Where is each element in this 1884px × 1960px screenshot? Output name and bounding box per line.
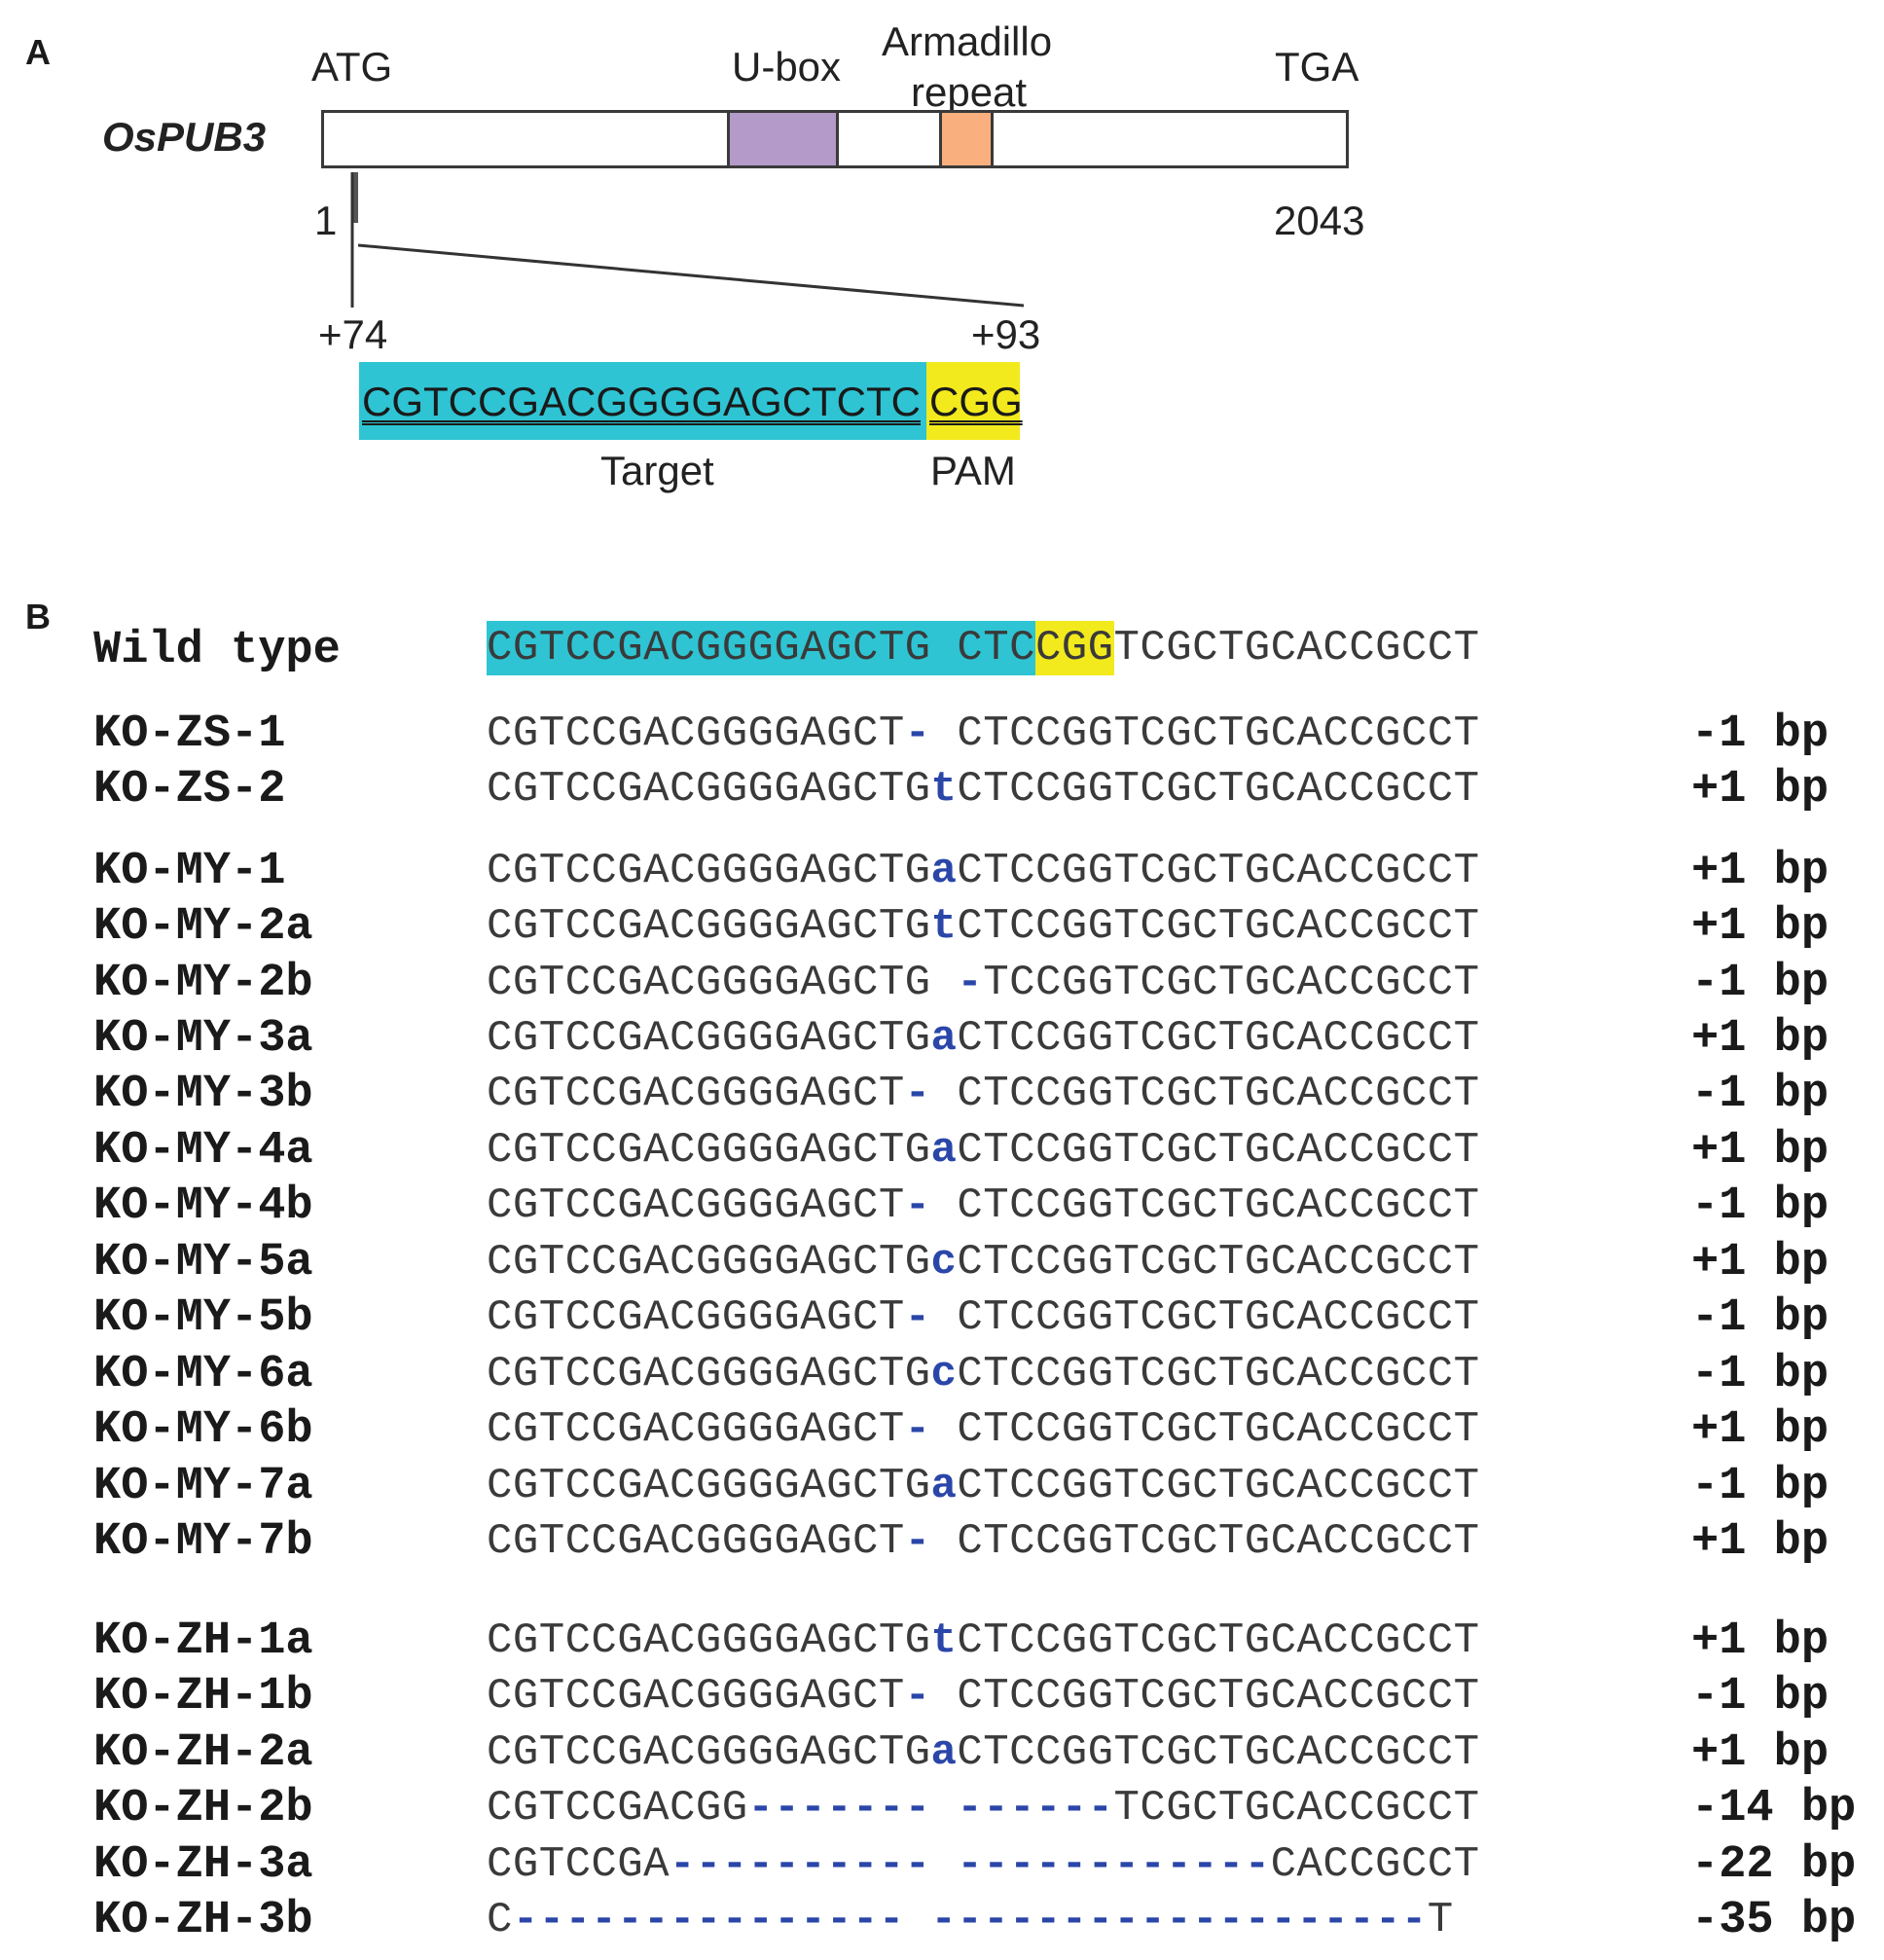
target-sequence: CGTCCGACGGGGAGCTCTC: [362, 379, 921, 424]
indel-size: +1 bp: [1691, 1516, 1830, 1568]
mutant-name: KO-MY-3b: [93, 1069, 313, 1120]
mutant-name: KO-ZH-1b: [93, 1671, 313, 1723]
indel-size: -35 bp: [1691, 1895, 1857, 1946]
mutant-sequence: C--------------- -------------------T: [487, 1896, 1454, 1944]
start-codon-label: ATG: [311, 44, 393, 90]
mutant-name: KO-ZH-3a: [93, 1839, 313, 1891]
target-zoom-lines: [350, 172, 1025, 308]
indel-size: +1 bp: [1691, 1237, 1830, 1289]
indel-size: +1 bp: [1691, 1125, 1830, 1177]
indel-size: +1 bp: [1691, 1013, 1830, 1065]
indel-size: -1 bp: [1691, 708, 1830, 760]
mutant-sequence: CGTCCGACGGGGAGCTG -TCCGGTCGCTGCACCGCCT: [487, 959, 1480, 1007]
pam-caption: PAM: [930, 448, 1016, 493]
indel-size: -1 bp: [1691, 958, 1830, 1009]
indel-size: +1 bp: [1691, 1404, 1830, 1456]
target-caption: Target: [600, 448, 714, 493]
mutant-name: KO-MY-3a: [93, 1013, 313, 1065]
mutant-sequence: CGTCCGA---------- ------------CACCGCCT: [487, 1840, 1480, 1889]
wild-type-rest: TCGCTGCACCGCCT: [1113, 624, 1480, 672]
mutant-sequence: CGTCCGACGG------- ------TCGCTGCACCGCCT: [487, 1784, 1480, 1833]
wild-type-target: CGTCCGACGGGGAGCTG CTC: [487, 621, 1035, 675]
indel-size: -1 bp: [1691, 1292, 1830, 1344]
mutant-sequence: CGTCCGACGGGGAGCTGtCTCCGGTCGCTGCACCGCCT: [487, 765, 1480, 814]
panel-b-label: B: [25, 597, 51, 636]
mutant-name: KO-ZS-2: [93, 764, 286, 816]
mutant-sequence: CGTCCGACGGGGAGCTGaCTCCGGTCGCTGCACCGCCT: [487, 847, 1480, 895]
mutant-sequence: CGTCCGACGGGGAGCTGtCTCCGGTCGCTGCACCGCCT: [487, 902, 1480, 951]
target-end-position: +93: [971, 311, 1041, 357]
indel-size: -1 bp: [1691, 1069, 1830, 1120]
armadillo-domain: [939, 110, 994, 168]
mutant-name: KO-MY-5b: [93, 1292, 313, 1344]
mutant-name: KO-MY-2b: [93, 958, 313, 1009]
mutant-sequence: CGTCCGACGGGGAGCT- CTCCGGTCGCTGCACCGCCT: [487, 709, 1480, 758]
position-end: 2043: [1274, 198, 1365, 243]
mutant-name: KO-MY-5a: [93, 1237, 313, 1289]
mutant-sequence: CGTCCGACGGGGAGCT- CTCCGGTCGCTGCACCGCCT: [487, 1293, 1480, 1342]
target-highlight: [359, 362, 926, 440]
mutant-sequence: CGTCCGACGGGGAGCT- CTCCGGTCGCTGCACCGCCT: [487, 1070, 1480, 1118]
mutant-sequence: CGTCCGACGGGGAGCTGaCTCCGGTCGCTGCACCGCCT: [487, 1126, 1480, 1175]
indel-size: +1 bp: [1691, 764, 1830, 816]
stop-codon-label: TGA: [1275, 44, 1359, 90]
mutant-name: KO-ZH-2b: [93, 1783, 313, 1834]
mutant-name: KO-ZS-1: [93, 708, 286, 760]
mutant-sequence: CGTCCGACGGGGAGCTGaCTCCGGTCGCTGCACCGCCT: [487, 1728, 1480, 1777]
mutant-name: KO-MY-7a: [93, 1461, 313, 1512]
wild-type-name: Wild type: [93, 625, 341, 676]
mutant-sequence: CGTCCGACGGGGAGCTGcCTCCGGTCGCTGCACCGCCT: [487, 1350, 1480, 1398]
wild-type-pam: CGG: [1034, 621, 1114, 675]
mutant-name: KO-MY-7b: [93, 1516, 313, 1568]
mutant-sequence: CGTCCGACGGGGAGCTGtCTCCGGTCGCTGCACCGCCT: [487, 1616, 1480, 1665]
indel-size: -1 bp: [1691, 1349, 1830, 1400]
ubox-label: U-box: [732, 44, 842, 90]
wild-type-sequence: CGTCCGACGGGGAGCTG CTCCGGTCGCTGCACCGCCT: [487, 621, 1480, 675]
mutant-name: KO-MY-6b: [93, 1404, 313, 1456]
indel-size: -1 bp: [1691, 1671, 1830, 1723]
indel-size: -1 bp: [1691, 1461, 1830, 1512]
mutant-sequence: CGTCCGACGGGGAGCT- CTCCGGTCGCTGCACCGCCT: [487, 1181, 1480, 1230]
target-start-position: +74: [318, 311, 388, 357]
indel-size: +1 bp: [1691, 846, 1830, 897]
position-start: 1: [314, 198, 338, 243]
mutant-sequence: CGTCCGACGGGGAGCT- CTCCGGTCGCTGCACCGCCT: [487, 1672, 1480, 1721]
mutant-sequence: CGTCCGACGGGGAGCTGcCTCCGGTCGCTGCACCGCCT: [487, 1238, 1480, 1287]
indel-size: +1 bp: [1691, 901, 1830, 953]
mutant-name: KO-MY-4a: [93, 1125, 313, 1177]
mutant-sequence: CGTCCGACGGGGAGCTGaCTCCGGTCGCTGCACCGCCT: [487, 1462, 1480, 1510]
mutant-sequence: CGTCCGACGGGGAGCTGaCTCCGGTCGCTGCACCGCCT: [487, 1014, 1480, 1063]
mutant-name: KO-MY-4b: [93, 1180, 313, 1232]
mutant-sequence: CGTCCGACGGGGAGCT- CTCCGGTCGCTGCACCGCCT: [487, 1405, 1480, 1454]
mutant-name: KO-ZH-2a: [93, 1727, 313, 1779]
pam-highlight: [926, 362, 1020, 440]
armadillo-label-line2: repeat: [911, 69, 1028, 115]
indel-size: -14 bp: [1691, 1783, 1857, 1834]
ubox-domain: [727, 110, 839, 168]
indel-size: -1 bp: [1691, 1180, 1830, 1232]
mutant-sequence: CGTCCGACGGGGAGCT- CTCCGGTCGCTGCACCGCCT: [487, 1517, 1480, 1566]
mutant-name: KO-MY-1: [93, 846, 286, 897]
indel-size: +1 bp: [1691, 1727, 1830, 1779]
mutant-name: KO-MY-2a: [93, 901, 313, 953]
mutant-name: KO-MY-6a: [93, 1349, 313, 1400]
pam-sequence: CGG: [929, 379, 1023, 424]
gene-name: OsPUB3: [102, 114, 267, 160]
mutant-name: KO-ZH-3b: [93, 1895, 313, 1946]
armadillo-label-line1: Armadillo: [882, 18, 1053, 64]
panel-a-label: A: [25, 32, 51, 72]
indel-size: -22 bp: [1691, 1839, 1857, 1891]
mutant-name: KO-ZH-1a: [93, 1615, 313, 1667]
indel-size: +1 bp: [1691, 1615, 1830, 1667]
